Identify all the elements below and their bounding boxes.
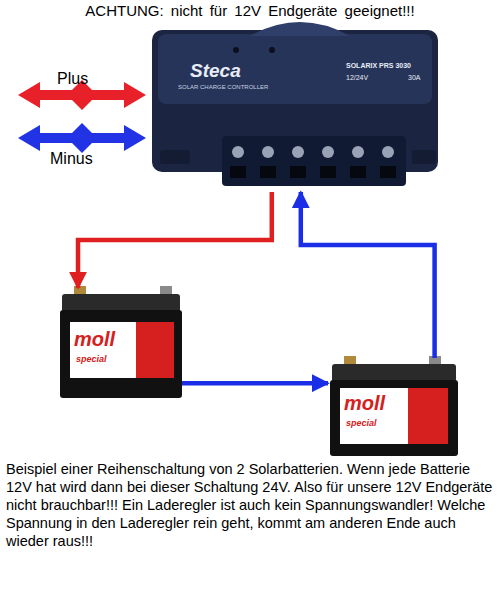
terminal-openings — [230, 166, 396, 178]
screw — [262, 146, 274, 158]
controller-dome — [250, 22, 350, 36]
charge-controller-box: StecaSOLAR CHARGE CONTROLLER SOLARIX PRS … — [150, 22, 440, 192]
battery-brand: moll — [74, 328, 115, 351]
battery-model: special — [76, 354, 107, 364]
terminal-screws — [232, 146, 394, 158]
opening — [290, 166, 306, 178]
led — [233, 47, 239, 53]
screw — [232, 146, 244, 158]
current-rating: 30A — [408, 74, 420, 81]
battery-model: special — [346, 418, 377, 428]
screw — [292, 146, 304, 158]
battery-label — [70, 322, 174, 378]
opening — [230, 166, 246, 178]
caption-text: Beispiel einer Reihenschaltung von 2 Sol… — [6, 460, 494, 550]
screw — [322, 146, 334, 158]
battery-lid — [332, 364, 456, 382]
battery-label-stripe — [408, 388, 448, 444]
warning-title: ACHTUNG: nicht für 12V Endgeräte geeigne… — [0, 2, 500, 19]
wire-connector — [301, 192, 435, 358]
plus-arrow-tip — [72, 100, 92, 110]
wire-connector — [78, 192, 272, 288]
polarity-label: Plus — [57, 70, 88, 88]
charge-controller — [152, 22, 438, 186]
brand-name: Steca — [190, 60, 241, 82]
voltage-rating: 12/24V — [346, 74, 368, 81]
battery-label — [340, 388, 448, 444]
controller-top — [158, 34, 432, 104]
led — [269, 47, 275, 53]
terminal-block — [222, 136, 406, 186]
device-type: SOLAR CHARGE CONTROLLER — [178, 84, 268, 90]
opening — [260, 166, 276, 178]
opening — [350, 166, 366, 178]
battery-label-stripe — [136, 322, 174, 378]
polarity-label: Minus — [50, 150, 93, 168]
model-name: SOLARIX PRS 3030 — [346, 62, 411, 69]
opening — [380, 166, 396, 178]
mount-tab — [160, 150, 190, 164]
opening — [320, 166, 336, 178]
battery-box: moll special — [60, 288, 182, 400]
battery-case — [60, 310, 182, 398]
screw — [382, 146, 394, 158]
battery-brand: moll — [344, 392, 385, 415]
minus-arrow — [18, 123, 146, 153]
screw — [352, 146, 364, 158]
battery-case — [330, 380, 458, 456]
minus-arrow-tip — [72, 123, 92, 133]
battery-right — [330, 356, 458, 456]
wire-connector — [182, 381, 328, 386]
battery-lid — [62, 294, 180, 312]
mount-tab — [412, 150, 436, 164]
battery-left — [60, 286, 182, 398]
battery-box: moll special — [328, 358, 458, 458]
